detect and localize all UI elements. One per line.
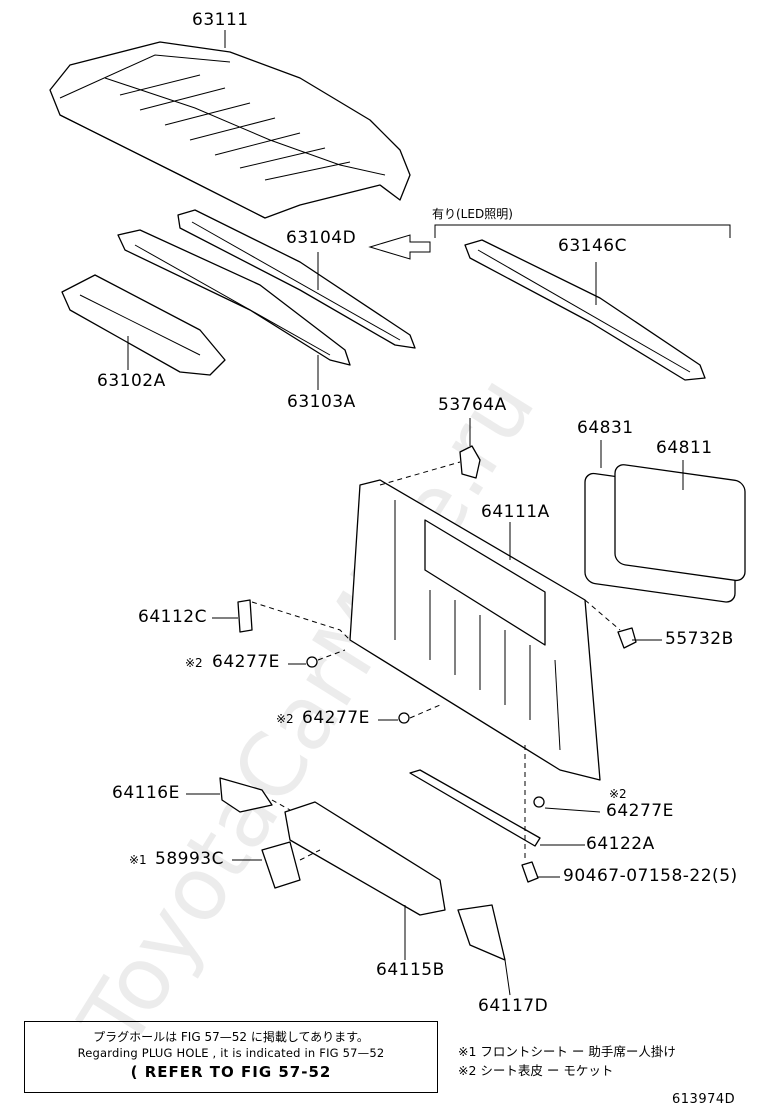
label-64122A: 64122A: [586, 834, 655, 854]
roof-rails-drawing: [61, 209, 416, 376]
label-63102A: 63102A: [97, 371, 166, 391]
window-drawing: [584, 464, 746, 603]
label-53764A: 53764A: [438, 395, 507, 415]
note-line-english: Regarding PLUG HOLE , it is indicated in…: [77, 1046, 385, 1060]
label-64277E-lower: 64277E: [606, 801, 674, 821]
led-option-label: 有り(LED照明): [432, 207, 513, 221]
led-rail-drawing: [368, 224, 731, 381]
label-63104D: 63104D: [286, 228, 357, 248]
label-64831: 64831: [577, 418, 634, 438]
note-line-japanese: プラグホールは FIG 57—52 に掲載してあります。: [93, 1030, 369, 1044]
label-64277E-middle: 64277E: [302, 708, 370, 728]
label-90467-07158-22: 90467-07158-22(5): [563, 866, 738, 886]
label-64115B: 64115B: [376, 960, 445, 980]
label-64117D: 64117D: [478, 996, 549, 1016]
label-63146C: 63146C: [558, 236, 627, 256]
leader-lines: [127, 30, 684, 996]
roof-panel-drawing: [49, 41, 411, 219]
label-64111A: 64111A: [481, 502, 550, 522]
small-parts-drawing: [219, 445, 637, 961]
reference-note-box: プラグホールは FIG 57—52 に掲載してあります。 Regarding P…: [24, 1021, 438, 1093]
label-64277E-upper: 64277E: [212, 652, 280, 672]
label-64811: 64811: [656, 438, 713, 458]
label-64116E: 64116E: [112, 783, 180, 803]
label-55732B: 55732B: [665, 629, 734, 649]
mark-note1: ※1: [129, 853, 147, 867]
legend-note1: ※1 フロントシート ー 助手席ー人掛け: [458, 1044, 676, 1059]
mark-note2-a: ※2: [185, 656, 203, 670]
figure-id: 613974D: [672, 1092, 736, 1107]
label-63111: 63111: [192, 10, 249, 30]
mark-note2-b: ※2: [276, 712, 294, 726]
label-63103A: 63103A: [287, 392, 356, 412]
mark-note2-c: ※2: [609, 787, 627, 801]
label-64112C: 64112C: [138, 607, 207, 627]
label-58993C: 58993C: [155, 849, 224, 869]
note-line-refer: ( REFER TO FIG 57-52: [130, 1063, 332, 1081]
legend-note2: ※2 シート表皮 ー モケット: [458, 1063, 614, 1078]
rear-panel-drawing: [349, 479, 601, 781]
